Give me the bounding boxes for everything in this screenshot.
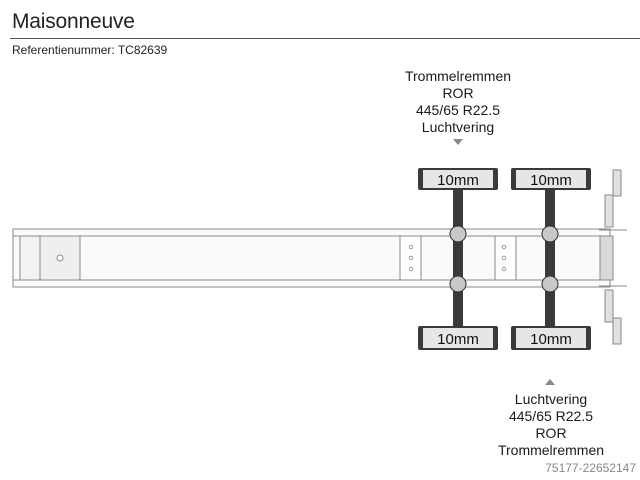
tyre-axle1-bottom: 10mm	[418, 326, 498, 350]
tyre-axle2-top-label: 10mm	[530, 172, 572, 189]
tyre-axle2-bottom: 10mm	[511, 326, 591, 350]
bottom-spec-line-1: Luchtvering	[515, 391, 587, 407]
chassis	[12, 228, 614, 288]
top-spec-line-2: ROR	[442, 85, 473, 101]
axle-1-bar	[453, 190, 463, 326]
tyre-axle1-top-label: 10mm	[437, 172, 479, 189]
axle-1	[449, 190, 467, 326]
bottom-spec-line-2: 445/65 R22.5	[509, 408, 593, 424]
top-axle-spec: Trommelremmen ROR 445/65 R22.5 Luchtveri…	[405, 68, 511, 135]
bottom-spec-line-4: Trommelremmen	[498, 442, 604, 458]
title-divider	[10, 38, 640, 39]
chassis-rivets	[408, 244, 507, 272]
axle-2	[541, 190, 559, 326]
tyre-axle1-top: 10mm	[418, 168, 498, 190]
bottom-spec-arrow-icon	[545, 379, 555, 385]
axle-1-hub-top	[449, 225, 467, 243]
axle-2-hub-top	[541, 225, 559, 243]
tyre-axle2-top: 10mm	[511, 168, 591, 190]
top-spec-line-1: Trommelremmen	[405, 68, 511, 84]
axle-1-hub-bottom	[449, 275, 467, 293]
tyre-axle2-bottom-label: 10mm	[530, 331, 572, 348]
bottom-spec-line-3: ROR	[535, 425, 566, 441]
reference-number: Referentienummer: TC82639	[12, 43, 168, 57]
tyre-axle1-bottom-label: 10mm	[437, 331, 479, 348]
bottom-axle-spec: Luchtvering 445/65 R22.5 ROR Trommelremm…	[498, 391, 604, 458]
top-spec-line-3: 445/65 R22.5	[416, 102, 500, 118]
axle-2-bar	[545, 190, 555, 326]
top-spec-line-4: Luchtvering	[422, 119, 494, 135]
rear-bumper	[599, 169, 627, 345]
top-spec-arrow-icon	[453, 139, 463, 145]
listing-id: 75177-22652147	[545, 461, 636, 475]
axle-2-hub-bottom	[541, 275, 559, 293]
page-title: Maisonneuve	[12, 10, 135, 33]
